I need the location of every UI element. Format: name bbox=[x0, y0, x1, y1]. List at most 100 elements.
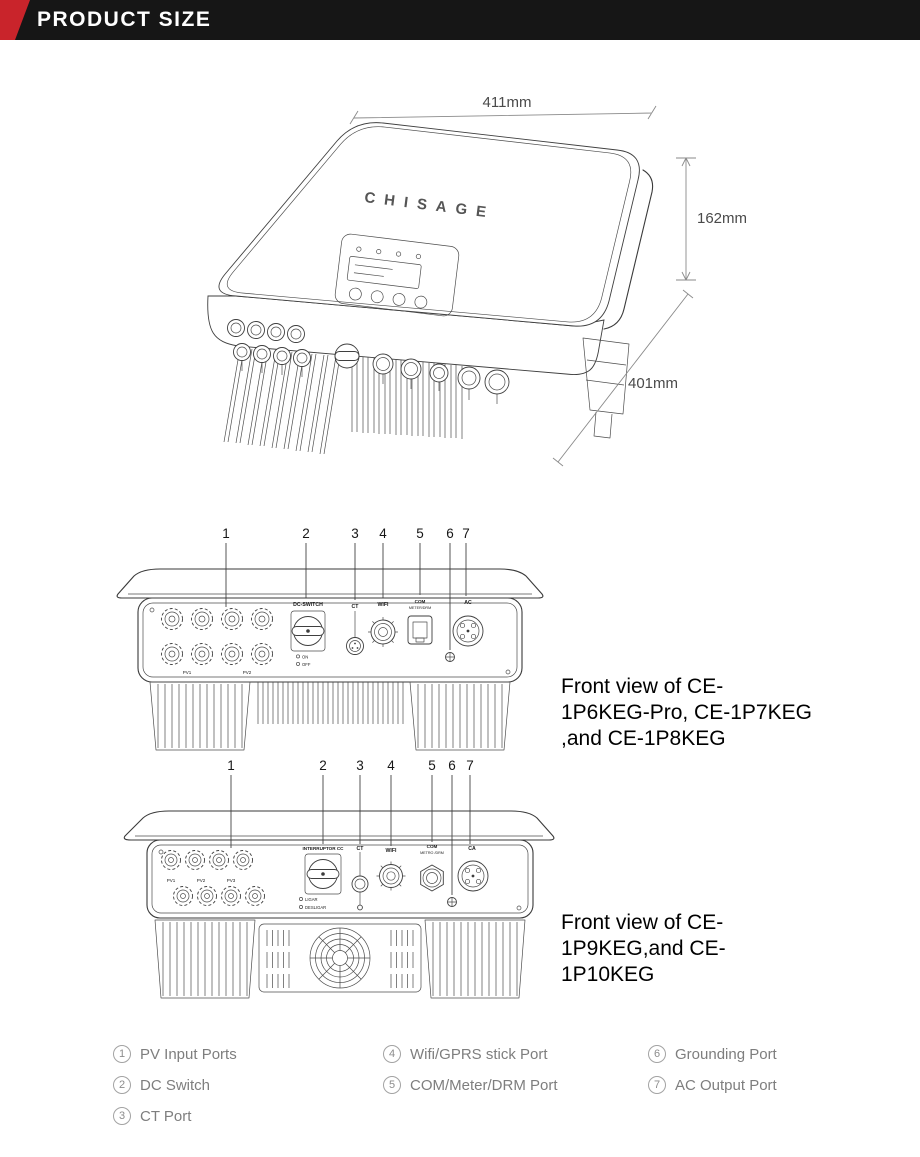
front1-grounding-port bbox=[445, 652, 455, 662]
dim-height-label: 162mm bbox=[697, 210, 747, 227]
ct-label: CT bbox=[352, 604, 360, 610]
callout-3: 3 bbox=[356, 758, 364, 773]
pv2-label: PV2 bbox=[243, 670, 252, 675]
callout-7: 7 bbox=[462, 526, 470, 541]
isometric-view: 411mm CHISAGE bbox=[207, 94, 747, 467]
pv2-label: PV2 bbox=[197, 878, 206, 883]
vent-slots-left bbox=[266, 930, 290, 988]
front-view-1: 1 2 3 4 5 6 7 PV1 PV2 bbox=[116, 526, 544, 751]
callout-1: 1 bbox=[227, 758, 235, 773]
front2-ac-port: CA bbox=[457, 846, 489, 892]
com-label: COM bbox=[427, 844, 438, 849]
legend-label: Wifi/GPRS stick Port bbox=[410, 1045, 548, 1063]
on-label: ON bbox=[302, 655, 308, 660]
front2-wifi-port: WIFI bbox=[376, 848, 406, 891]
dimension-depth: 401mm bbox=[552, 289, 694, 467]
caption-line: 1P10KEG bbox=[561, 963, 655, 986]
front1-heatsink bbox=[149, 681, 511, 751]
caption-line: 1P6KEG-Pro, CE-1P7KEG bbox=[561, 701, 812, 724]
iso-bottom-connectors bbox=[334, 343, 510, 404]
pv1-label: PV1 bbox=[167, 878, 176, 883]
legend-item-ct-port: 3 CT Port bbox=[113, 1107, 237, 1125]
legend-item-wifi-gprs-port: 4 Wifi/GPRS stick Port bbox=[383, 1045, 558, 1063]
callout-4: 4 bbox=[379, 526, 387, 541]
front1-ac-port: AC bbox=[452, 600, 484, 647]
ct-label: CT bbox=[357, 846, 365, 852]
legend-column-2: 4 Wifi/GPRS stick Port 5 COM/Meter/DRM P… bbox=[383, 1045, 558, 1094]
wifi-label: WIFI bbox=[386, 848, 398, 854]
wifi-label: WIFI bbox=[378, 602, 390, 608]
off-label: DESLIGAR bbox=[305, 905, 326, 910]
front1-dc-switch: DC-SWITCH ON OFF bbox=[290, 602, 326, 667]
ac-label: AC bbox=[464, 600, 472, 606]
caption-line: ,and CE-1P8KEG bbox=[561, 727, 726, 750]
off-label: OFF bbox=[302, 662, 311, 667]
front-view-1-caption: Front view of CE- 1P6KEG-Pro, CE-1P7KEG … bbox=[561, 674, 812, 752]
legend-column-1: 1 PV Input Ports 2 DC Switch 3 CT Port bbox=[113, 1045, 237, 1125]
legend-label: Grounding Port bbox=[675, 1045, 777, 1063]
iso-heatsink-fins bbox=[223, 347, 341, 455]
legend-number-badge: 2 bbox=[113, 1076, 131, 1094]
front1-com-port: COM METER/DRM bbox=[407, 599, 433, 645]
callout-5: 5 bbox=[428, 758, 436, 773]
callout-1: 1 bbox=[222, 526, 230, 541]
page-title: PRODUCT SIZE bbox=[37, 8, 212, 31]
legend-number-badge: 4 bbox=[383, 1045, 401, 1063]
front2-dc-switch: INTERRUPTOR CC LIGAR DESLIGAR bbox=[299, 846, 344, 910]
front2-pv-ports: PV1 PV2 PV3 bbox=[161, 850, 265, 906]
fan-grille bbox=[309, 927, 371, 989]
dc-switch-label: DC-SWITCH bbox=[293, 602, 323, 608]
legend-label: PV Input Ports bbox=[140, 1045, 237, 1063]
legend-item-pv-input-ports: 1 PV Input Ports bbox=[113, 1045, 237, 1063]
front2-heatsink bbox=[154, 919, 526, 999]
pv1-label: PV1 bbox=[183, 670, 192, 675]
top-face bbox=[218, 122, 640, 327]
com-sub-label: METRO /DRM bbox=[420, 851, 444, 855]
front2-fan-section bbox=[258, 923, 422, 993]
inverter-unit: CHISAGE bbox=[207, 122, 654, 455]
control-panel bbox=[334, 233, 460, 317]
front2-grounding-port bbox=[447, 897, 457, 907]
iso-center-fins bbox=[351, 356, 463, 439]
callout-6: 6 bbox=[446, 526, 454, 541]
front1-ct-port: CT bbox=[346, 604, 364, 655]
legend-label: CT Port bbox=[140, 1107, 192, 1125]
dim-width-label: 411mm bbox=[483, 94, 532, 111]
legend-item-com-meter-drm-port: 5 COM/Meter/DRM Port bbox=[383, 1076, 558, 1094]
header-bar: PRODUCT SIZE bbox=[0, 0, 920, 40]
front1-callouts: 1 2 3 4 5 6 7 bbox=[222, 526, 470, 650]
callout-2: 2 bbox=[302, 526, 310, 541]
callout-4: 4 bbox=[387, 758, 395, 773]
callout-3: 3 bbox=[351, 526, 359, 541]
top-face-rim bbox=[226, 126, 632, 323]
iso-pv-connectors bbox=[227, 319, 311, 377]
on-label: LIGAR bbox=[305, 897, 318, 902]
front1-wifi-port: WIFI bbox=[368, 602, 398, 647]
ac-label: CA bbox=[468, 846, 476, 852]
legend-column-3: 6 Grounding Port 7 AC Output Port bbox=[648, 1045, 777, 1094]
legend-number-badge: 6 bbox=[648, 1045, 666, 1063]
right-side-edge bbox=[603, 169, 654, 330]
callout-7: 7 bbox=[466, 758, 474, 773]
legend-number-badge: 7 bbox=[648, 1076, 666, 1094]
front1-housing bbox=[116, 568, 544, 683]
com-label: COM bbox=[415, 599, 426, 604]
legend-item-dc-switch: 2 DC Switch bbox=[113, 1076, 237, 1094]
front1-pv-ports: PV1 PV2 bbox=[161, 608, 273, 675]
callout-2: 2 bbox=[319, 758, 327, 773]
front-band bbox=[207, 295, 605, 376]
front2-ct-port: CT bbox=[351, 846, 369, 911]
com-sub-label: METER/DRM bbox=[409, 606, 431, 610]
front-view-2: 1 2 3 4 5 6 7 PV1 PV2 bbox=[123, 758, 555, 999]
front2-com-port: COM METRO /DRM bbox=[420, 844, 444, 892]
legend-item-ac-output-port: 7 AC Output Port bbox=[648, 1076, 777, 1094]
legend-item-grounding-port: 6 Grounding Port bbox=[648, 1045, 777, 1063]
callout-6: 6 bbox=[448, 758, 456, 773]
legend-number-badge: 1 bbox=[113, 1045, 131, 1063]
dc-switch-label: INTERRUPTOR CC bbox=[302, 846, 344, 851]
dimension-width: 411mm bbox=[349, 94, 657, 125]
caption-line: 1P9KEG,and CE- bbox=[561, 937, 726, 960]
caption-line: Front view of CE- bbox=[561, 675, 724, 698]
legend-number-badge: 3 bbox=[113, 1107, 131, 1125]
front-view-2-caption: Front view of CE- 1P9KEG,and CE- 1P10KEG bbox=[561, 910, 726, 988]
